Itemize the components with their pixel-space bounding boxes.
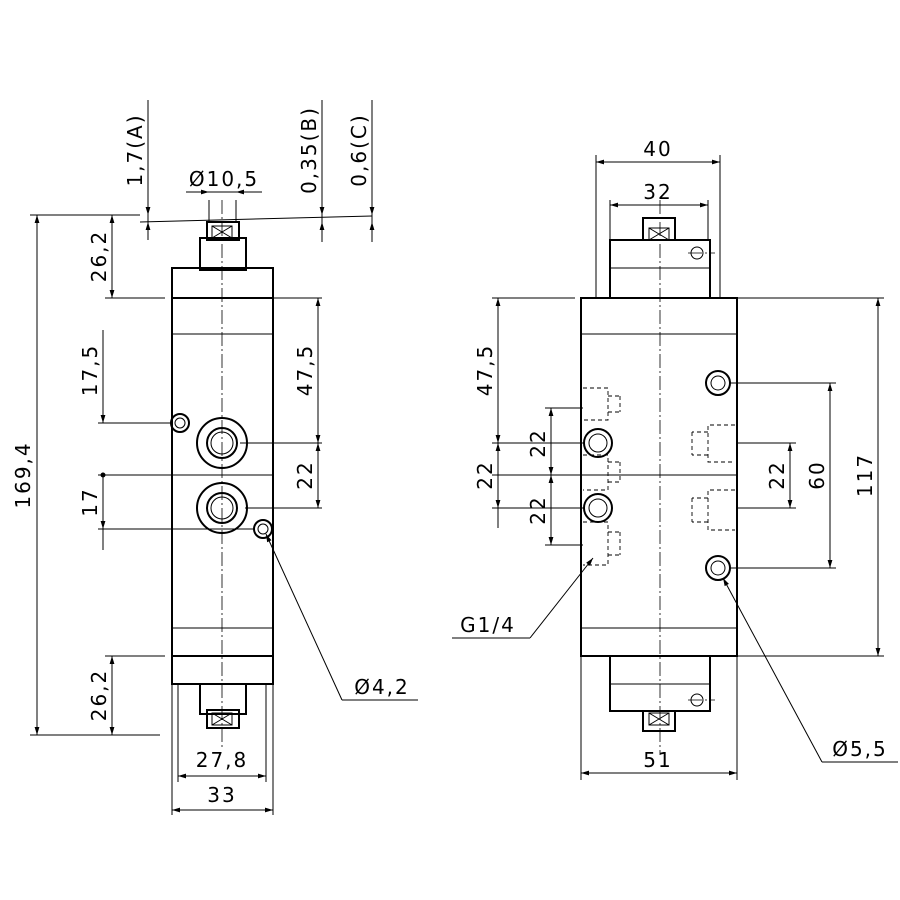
- right-mount-hole-lower: [705, 555, 731, 581]
- dim-upper-offset: 17,5: [78, 344, 102, 397]
- dim-outer-width: 33: [207, 783, 236, 807]
- dim-body-height-117: 117: [853, 453, 877, 497]
- right-body: [580, 297, 738, 657]
- dim-lower-offset: 17: [78, 487, 102, 516]
- dim-dia-10-5: Ø10,5: [189, 167, 259, 191]
- right-port-upper: [583, 428, 613, 458]
- right-top-nut: [642, 217, 676, 241]
- dim-body-width-51: 51: [643, 748, 672, 772]
- right-top-cross-icon: [648, 227, 670, 241]
- right-hidden-threads-left: [583, 387, 621, 566]
- right-bottom-nut: [642, 710, 676, 732]
- dim-top-width-40: 40: [643, 137, 672, 161]
- dim-hole-spacing-60: 60: [805, 460, 829, 489]
- dim-inner-width: 27,8: [196, 748, 249, 772]
- left-dimension-lines: [30, 100, 418, 815]
- dim-right-pitch: 22: [765, 460, 789, 489]
- dim-top-height: 26,2: [87, 230, 111, 283]
- dim-pitch-lower: 22: [526, 495, 550, 524]
- left-top-nut: [206, 221, 240, 241]
- dim-1-7-a: 1,7(A): [123, 113, 147, 186]
- right-hidden-threads-right: [691, 424, 735, 531]
- left-mount-hole-upper: [170, 413, 190, 433]
- right-port-lower: [583, 493, 613, 523]
- left-view: 1,7(A) 0,35(B) 0,6(C) Ø10,5 26,2 169,4 1…: [11, 100, 418, 815]
- left-bottom-nut: [206, 709, 240, 729]
- dim-top-inner-32: 32: [643, 180, 672, 204]
- right-mount-hole-upper: [705, 370, 731, 396]
- dim-pitch-upper: 22: [526, 428, 550, 457]
- dim-right-port-position: 47,5: [473, 344, 497, 397]
- dim-overall-height: 169,4: [11, 441, 35, 508]
- dim-0-35-b: 0,35(B): [297, 106, 321, 194]
- thread-label-g1-4: G1/4: [460, 613, 516, 637]
- dim-hole-dia-5-5: Ø5,5: [832, 737, 888, 761]
- dim-port-position: 47,5: [293, 344, 317, 397]
- left-body: [171, 297, 274, 657]
- dim-hole-dia-4-2: Ø4,2: [354, 675, 410, 699]
- left-mount-hole-lower: [253, 519, 273, 539]
- dim-0-6-c: 0,6(C): [347, 113, 371, 186]
- left-bottom-stem: [199, 683, 247, 715]
- left-bottom-cap: [171, 655, 274, 685]
- dim-bottom-height: 26,2: [87, 669, 111, 722]
- left-top-cap: [171, 267, 274, 299]
- dim-pitch-total: 22: [473, 460, 497, 489]
- right-dimension-lines: [452, 155, 898, 780]
- right-view: 40 32 47,5 22 22 22 22 60 117 G1/4 51 Ø5…: [452, 137, 898, 780]
- left-top-stem: [199, 237, 247, 271]
- dim-port-pitch: 22: [293, 460, 317, 489]
- right-bottom-cross-icon: [648, 712, 670, 726]
